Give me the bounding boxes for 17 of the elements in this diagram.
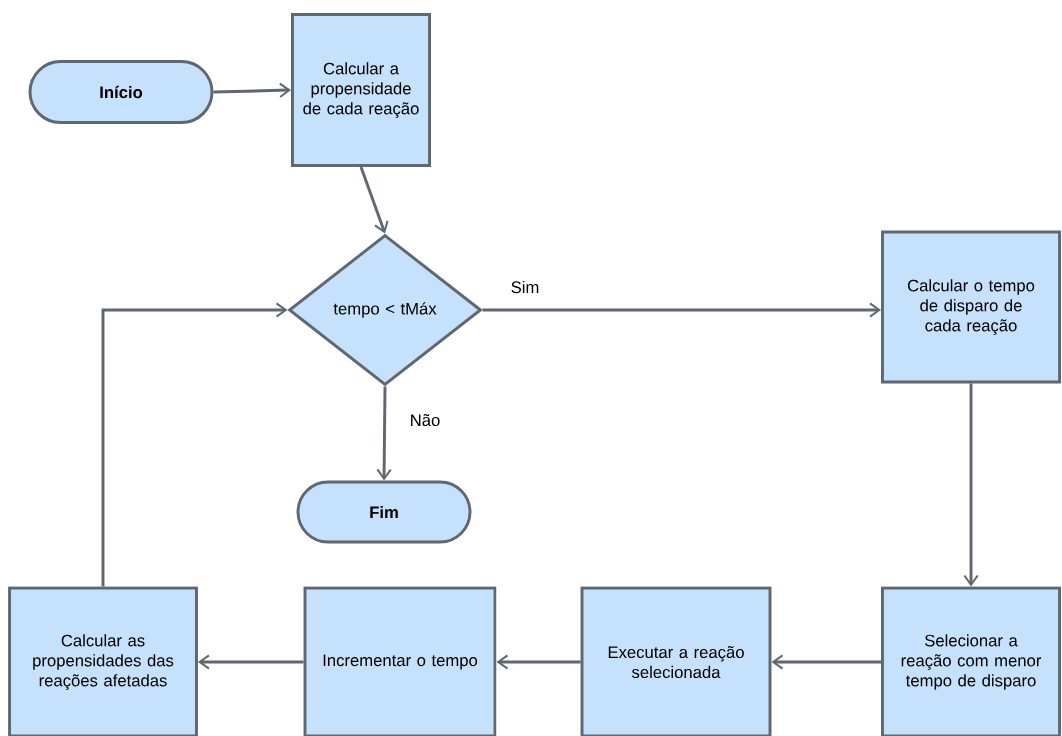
process-box: Selecionar a reação com menor tempo de disparo [881, 586, 1061, 736]
process-box: Executar a reação selecionada [580, 586, 772, 736]
arrow [771, 654, 881, 670]
edge-label: Não [408, 412, 442, 428]
process-box: Calcular o tempo de disparo de cada reação [881, 230, 1061, 384]
arrow [359, 166, 389, 234]
arrow [482, 302, 881, 318]
arrow [197, 654, 304, 670]
arrow [213, 82, 291, 98]
process-box: Incrementar o tempo [303, 586, 497, 736]
process-box: Calcular a propensidade de cada reação [291, 13, 431, 167]
arrow [963, 383, 979, 587]
process-box: Calcular as propensidades das reações afetadas [8, 586, 198, 736]
edge-label: Sim [509, 279, 541, 295]
arrow [376, 386, 392, 481]
arrow [496, 654, 581, 670]
arrow [101, 302, 288, 587]
